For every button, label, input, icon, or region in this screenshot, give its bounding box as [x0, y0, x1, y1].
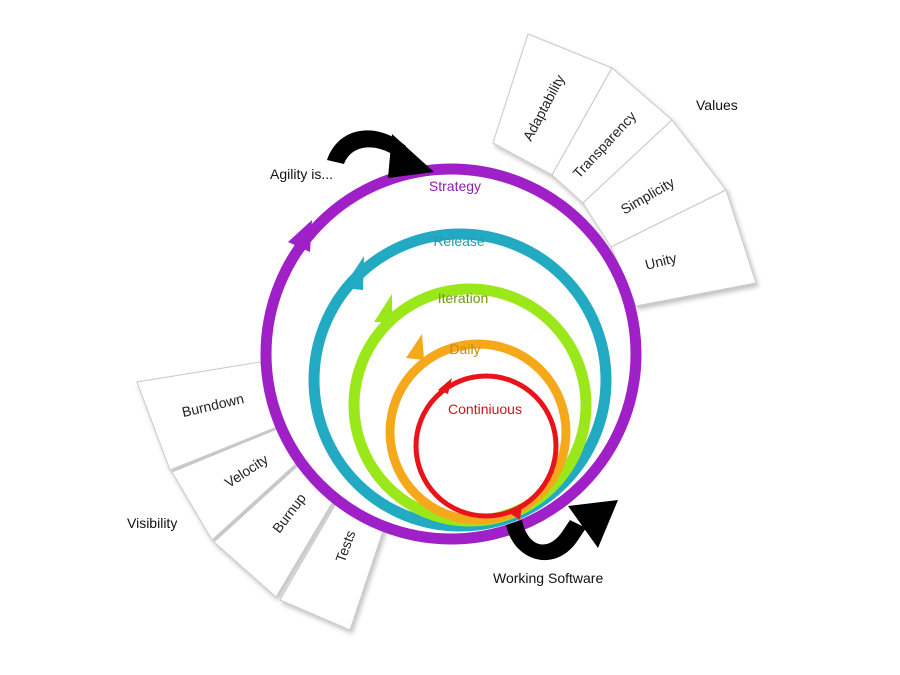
ring-continuous: [413, 373, 559, 519]
rings: [260, 163, 642, 545]
value-card-simplicity: Simplicity: [582, 119, 727, 248]
visibility-card-burndown: Burndown: [136, 361, 283, 471]
visibility-card-burnup: Burnup: [213, 461, 336, 598]
working-software-arrow: [506, 500, 618, 561]
values-heading: Values: [696, 97, 738, 113]
ring-label-continuous: Continiuous: [448, 401, 522, 417]
visibility-cards: Burndown Velocity Burnup Tests: [136, 361, 386, 631]
arrowhead-iteration: [374, 294, 392, 322]
working-software-arrow-head: [568, 500, 618, 548]
arrowhead-strategy: [288, 220, 312, 252]
agility-arrow-shaft: [327, 130, 406, 164]
arrowhead-daily: [406, 334, 424, 360]
ring-label-strategy: Strategy: [429, 178, 481, 194]
ring-daily: [385, 339, 571, 525]
ring-arrowheads: [288, 220, 522, 520]
value-card-unity: Unity: [610, 189, 757, 307]
working-software-label: Working Software: [493, 570, 603, 586]
working-software-arrow-shaft: [506, 520, 586, 561]
agility-label: Agility is...: [270, 166, 333, 182]
ring-label-daily: Daily: [449, 341, 480, 357]
arrowhead-release: [343, 256, 364, 290]
visibility-heading: Visibility: [127, 515, 177, 531]
arrowhead-continuous-bottom: [508, 504, 522, 520]
value-card-adaptability: Adaptability: [492, 33, 613, 176]
values-cards: Adaptability Transparency Simplicity Uni…: [492, 33, 757, 307]
ring-label-release: Release: [433, 233, 485, 249]
ring-label-iteration: Iteration: [438, 290, 489, 306]
agility-arrow-head: [388, 134, 434, 178]
value-label-unity: Unity: [643, 250, 678, 273]
arrowhead-continuous: [438, 378, 452, 394]
agility-arrow: [327, 130, 434, 178]
ring-strategy: [260, 163, 642, 545]
